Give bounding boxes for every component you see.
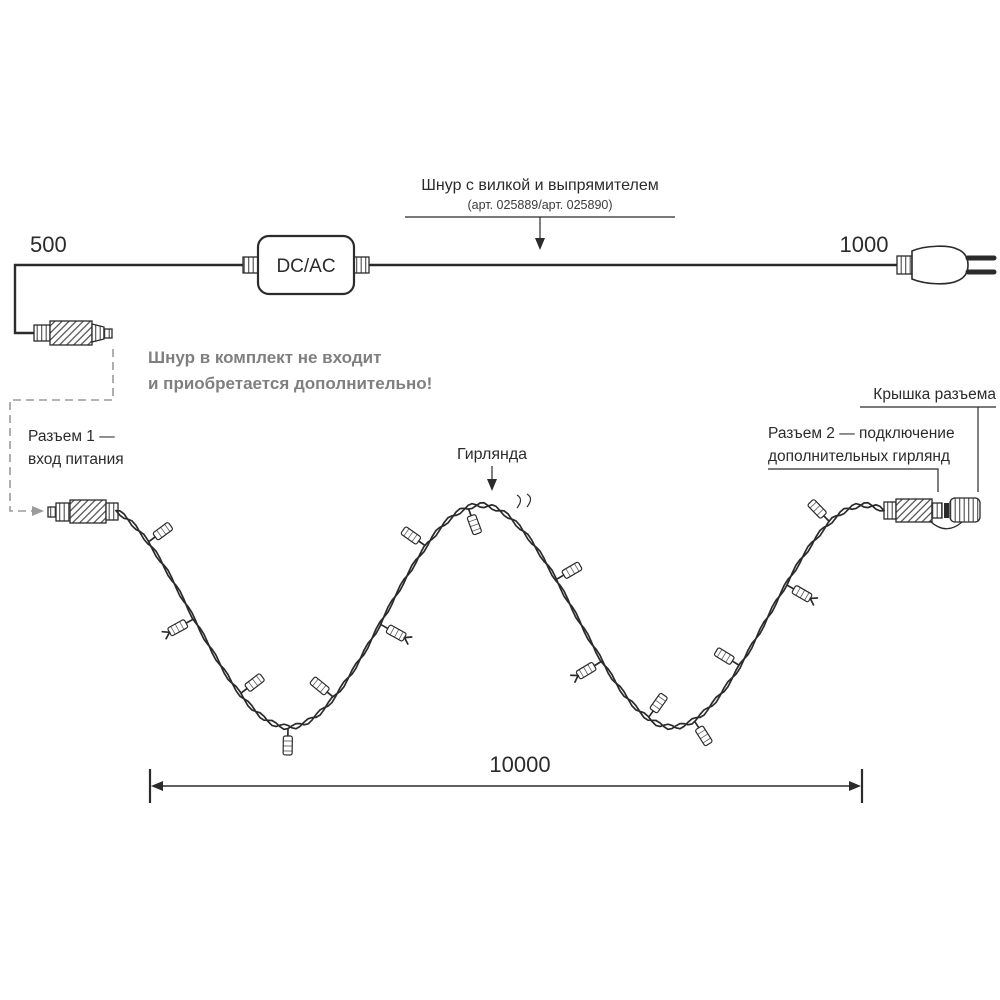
cord-callout-label: Шнур с вилкой и выпрямителем <box>421 177 658 194</box>
output-connector-back <box>883 501 897 520</box>
not-included-note-line1: Шнур в комплект не входит <box>148 348 381 367</box>
garland-bulb <box>569 661 602 683</box>
converter-label: DC/AC <box>276 256 335 277</box>
garland-bulb <box>309 676 334 698</box>
garland-bulb <box>466 508 482 536</box>
cord-strain-relief-right <box>353 256 370 274</box>
dimension-value: 10000 <box>489 752 550 777</box>
cord-connector-body <box>49 320 93 346</box>
input-connector-body <box>69 499 107 524</box>
wire-break-symbol <box>516 493 532 509</box>
input-connector-tip <box>47 506 57 518</box>
output-connector-collar <box>931 502 943 519</box>
garland-bulb <box>786 584 819 606</box>
power-cord: DC/AC 500 1000 Шнур с вилкой и выпрямите… <box>13 177 997 346</box>
plug-body <box>911 245 969 285</box>
power-plug-icon <box>896 245 997 285</box>
connector2-callout: Разъем 2 — подключение дополнительных ги… <box>768 425 955 492</box>
connector2-label-line2: дополнительных гирлянд <box>768 448 950 465</box>
garland-bulb <box>282 728 293 756</box>
garland-bulb <box>161 618 194 640</box>
converter-box <box>256 234 356 296</box>
garland-wire-strand <box>115 501 885 731</box>
garland-bulb <box>240 673 265 694</box>
cord-left-segment <box>13 263 258 335</box>
garland-label: Гирлянда <box>457 446 527 463</box>
cap-face <box>944 503 949 518</box>
dimension-10000: 10000 <box>148 752 864 803</box>
garland-bulb <box>713 647 740 666</box>
cap-strap <box>929 520 963 530</box>
garland-bulb <box>400 526 426 546</box>
cord-connector-nose <box>91 323 105 343</box>
cap-label: Крышка разъема <box>873 386 996 403</box>
cord-callout-sublabel: (арт. 025889/арт. 025890) <box>467 198 612 212</box>
cord-connector-collar <box>33 324 51 342</box>
cord-length-left: 500 <box>30 232 67 257</box>
garland-bulb <box>380 624 413 645</box>
garland-input-connector <box>47 499 119 524</box>
plug-collar <box>896 255 913 275</box>
input-connector-collar <box>55 502 71 522</box>
not-included-note-line2: и приобретается дополнительно! <box>148 374 432 393</box>
garland-bulb <box>556 561 583 580</box>
break-mark-2 <box>526 493 532 508</box>
connector2-leader-line <box>768 468 939 492</box>
cord-callout: Шнур с вилкой и выпрямителем (арт. 02588… <box>405 177 675 250</box>
connector-cap <box>949 497 981 523</box>
cord-connector-tip <box>103 328 113 339</box>
cord-strain-relief-left <box>242 256 259 274</box>
break-mark-1 <box>516 494 522 509</box>
garland-bulb <box>807 499 830 522</box>
cord-length-right: 1000 <box>840 232 889 257</box>
garland-output-connector <box>883 497 981 530</box>
connector1-label-line1: Разъем 1 — <box>28 428 115 445</box>
connector1-label-line2: вход питания <box>28 451 124 468</box>
dashed-connection-route <box>9 349 114 516</box>
garland-string <box>115 499 885 756</box>
cord-connector <box>33 320 113 346</box>
garland-bulb <box>648 692 668 718</box>
garland-bulb <box>148 522 174 542</box>
output-connector-body <box>895 498 933 523</box>
connector2-label-line1: Разъем 2 — подключение <box>768 425 955 442</box>
cap-callout: Крышка разъема <box>860 386 996 492</box>
garland-bulb <box>694 721 713 747</box>
